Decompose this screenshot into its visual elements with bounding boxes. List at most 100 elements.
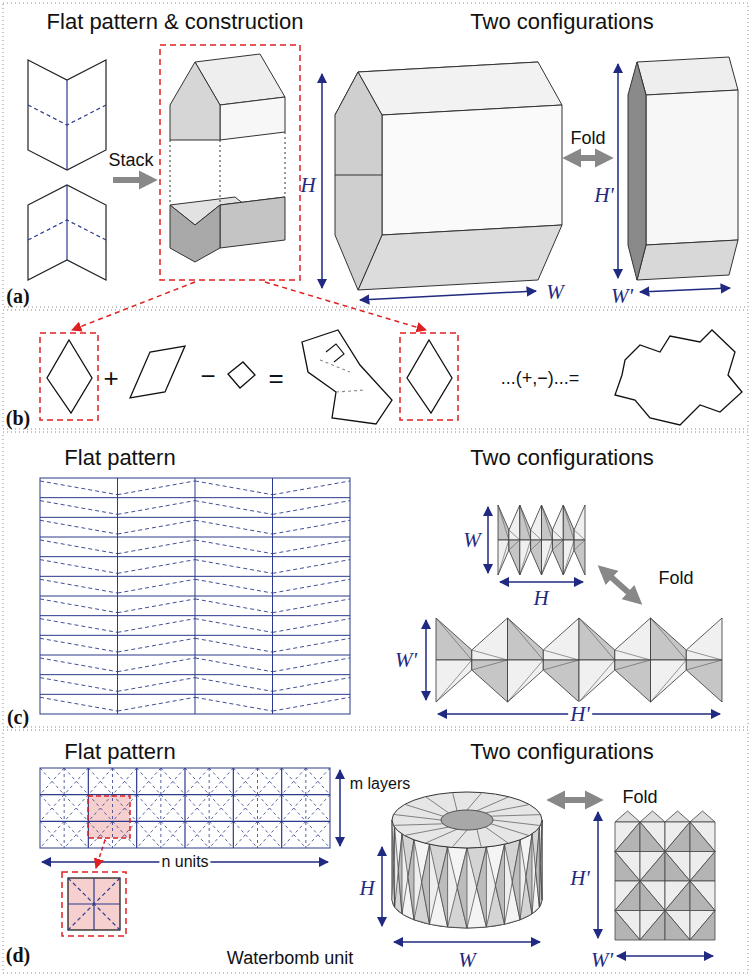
crease xyxy=(542,505,553,540)
free-form-outline xyxy=(615,330,742,425)
valley-crease xyxy=(161,768,185,795)
valley-crease xyxy=(118,658,196,672)
facet xyxy=(690,822,715,852)
crease xyxy=(651,660,687,702)
valley-crease xyxy=(233,795,257,822)
valley-crease xyxy=(88,768,112,795)
facet xyxy=(686,660,722,702)
valley-crease xyxy=(113,768,137,795)
dimension-label: n units xyxy=(159,853,210,871)
valley-crease xyxy=(40,678,118,692)
crease xyxy=(209,768,210,848)
crease xyxy=(493,820,541,826)
dimension-label: W xyxy=(458,948,476,973)
valley-crease xyxy=(161,821,185,848)
facet xyxy=(690,852,715,882)
crease xyxy=(436,618,472,660)
valley-crease xyxy=(113,795,137,822)
deployed-accordion xyxy=(436,618,722,702)
dimension-arrow xyxy=(500,581,583,583)
face xyxy=(170,205,220,262)
waterbomb-tube xyxy=(615,811,715,940)
crease xyxy=(281,768,282,848)
facet xyxy=(398,834,402,914)
crease xyxy=(615,660,651,670)
crease xyxy=(574,540,585,550)
crease xyxy=(393,814,441,820)
facet xyxy=(665,811,690,822)
crease xyxy=(543,650,579,660)
dimension-label: H xyxy=(359,876,374,901)
facet xyxy=(574,505,585,540)
facet xyxy=(393,827,394,907)
facet xyxy=(563,505,574,540)
valley-crease xyxy=(233,768,257,795)
operator: − xyxy=(200,361,215,392)
facet xyxy=(552,540,563,575)
valley-crease xyxy=(195,599,273,613)
valley-crease xyxy=(273,619,351,633)
valley-crease xyxy=(306,821,330,848)
valley-crease xyxy=(161,821,185,848)
facet xyxy=(615,660,651,702)
valley-crease xyxy=(273,599,351,613)
valley-crease xyxy=(273,560,351,574)
folded-prism xyxy=(628,57,738,280)
crease xyxy=(491,815,541,817)
unit-square xyxy=(68,878,120,930)
valley-crease xyxy=(40,560,118,574)
valley-crease xyxy=(282,795,306,822)
valley-crease xyxy=(209,768,233,795)
join-line xyxy=(336,390,366,392)
crease xyxy=(498,540,509,575)
crease xyxy=(509,540,520,550)
valley-crease xyxy=(40,795,64,822)
valley-crease xyxy=(258,821,282,848)
valley-crease xyxy=(88,795,112,822)
stack-guide xyxy=(220,140,221,205)
valley-crease xyxy=(209,821,233,848)
dimension-label: W' xyxy=(395,648,417,673)
facet xyxy=(690,811,715,822)
valley-crease xyxy=(306,821,330,848)
crease xyxy=(552,530,563,540)
dimension-arrow xyxy=(339,770,341,846)
valley-crease xyxy=(195,560,273,574)
facet xyxy=(640,911,665,941)
facet xyxy=(690,911,715,941)
facet xyxy=(665,822,690,852)
crease xyxy=(686,660,722,670)
crease xyxy=(184,768,185,848)
facet xyxy=(665,852,690,882)
facet xyxy=(439,847,448,927)
operator-sequence: ...(+,−)...= xyxy=(501,368,580,389)
valley-crease xyxy=(64,768,88,795)
facet xyxy=(690,852,715,882)
stack-arrow xyxy=(113,177,152,183)
valley-crease xyxy=(161,795,185,822)
face xyxy=(358,225,562,290)
valley-crease xyxy=(161,768,185,795)
valley-crease xyxy=(258,768,282,795)
stacked-units xyxy=(170,54,285,262)
valley-crease xyxy=(118,678,196,692)
panel-borders xyxy=(3,3,748,973)
dimension-arrow xyxy=(381,847,383,926)
crease xyxy=(563,505,574,540)
face xyxy=(637,240,738,280)
valley-crease xyxy=(282,768,306,795)
flat-pattern-a xyxy=(28,60,106,280)
dimension-arrow xyxy=(321,74,323,288)
dimension-label: W' xyxy=(591,948,613,973)
valley-crease xyxy=(233,821,257,848)
valley-crease xyxy=(118,560,196,574)
crease xyxy=(257,768,258,848)
valley-crease xyxy=(137,821,161,848)
crease xyxy=(651,618,687,660)
facet xyxy=(615,852,640,882)
valley-crease xyxy=(40,638,118,652)
parallelogram-unit xyxy=(130,346,185,398)
facet xyxy=(408,840,414,920)
valley-crease xyxy=(64,795,88,822)
crease xyxy=(426,797,449,813)
